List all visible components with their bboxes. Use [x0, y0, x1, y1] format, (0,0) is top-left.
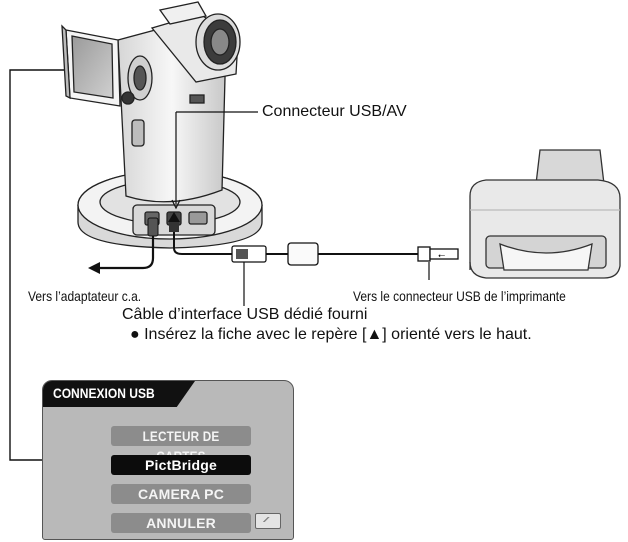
battery-icon — [255, 513, 281, 529]
ferrite-core — [287, 242, 319, 266]
menu-item-pc-camera[interactable]: CAMERA PC — [111, 484, 251, 504]
svg-text:⭠: ⭠ — [438, 251, 445, 261]
usb-av-connector-label: Connecteur USB/AV — [262, 103, 407, 120]
cable-label: Câble d’interface USB dédié fourni — [122, 306, 368, 323]
menu-leader-line — [9, 69, 98, 461]
printer-illustration — [469, 149, 621, 279]
plug-orientation-note: ● Insérez la fiche avec le repère [▲] or… — [130, 326, 532, 343]
menu-item-cancel[interactable]: ANNULER — [111, 513, 251, 533]
ac-adapter-label: Vers l’adaptateur c.a. — [28, 288, 142, 304]
menu-title-tab — [43, 381, 195, 407]
menu-body: LECTEUR DE CARTES PictBridge CAMERA PC A… — [49, 407, 287, 533]
printer-usb-label: Vers le connecteur USB de l’imprimante — [353, 288, 566, 304]
menu-header: CONNEXION USB — [43, 381, 293, 407]
camera-dock-illustration — [61, 1, 263, 249]
menu-item-card-reader[interactable]: LECTEUR DE CARTES — [111, 426, 251, 464]
usb-connection-menu: CONNEXION USB LECTEUR DE CARTES PictBrid… — [42, 380, 294, 540]
camera-lcd-screen — [71, 35, 114, 99]
menu-title: CONNEXION USB — [53, 385, 155, 401]
ac-adapter-cable — [92, 226, 155, 270]
usb-cable — [173, 228, 418, 255]
menu-item-pictbridge[interactable]: PictBridge — [111, 455, 251, 475]
